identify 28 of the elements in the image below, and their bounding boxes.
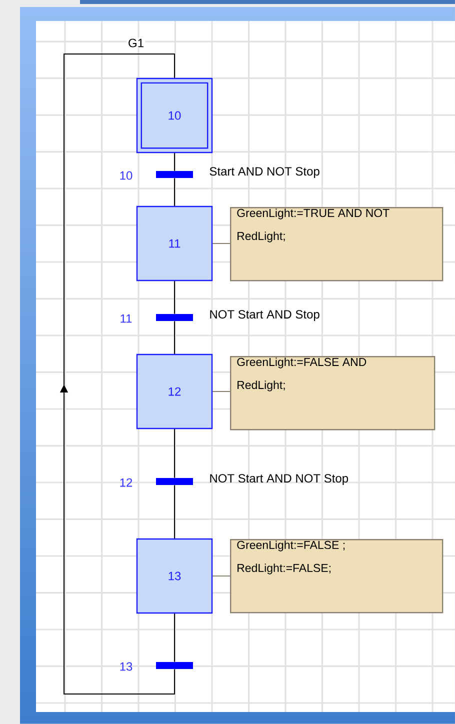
transition-bar [156,171,193,178]
transition-bar [156,478,193,485]
transition-bar [156,314,193,321]
connector [60,54,175,694]
action-box: GreenLight:=FALSE ; RedLight:=FALSE; [230,539,444,614]
connector [174,613,175,662]
transition-condition: NOT Start AND NOT Stop [210,474,348,485]
transition-number: 13 [120,662,132,671]
step-box: 11 [136,206,213,282]
step-box: 12 [136,354,213,430]
transition-number: 11 [120,314,132,323]
action-box: GreenLight:=FALSE AND RedLight; [230,356,436,430]
connector [174,320,175,354]
transition-condition: NOT Start AND Stop [210,310,320,321]
action-box: GreenLight:=TRUE AND NOT RedLight; [230,207,444,282]
connector [174,178,175,206]
transition-number: 12 [120,478,132,487]
step-box: 13 [136,538,213,614]
initial-step-box: 10 [136,78,213,154]
transition-bar [156,662,193,669]
connector [174,152,175,172]
connector [174,428,175,478]
transition-number: 10 [120,171,132,180]
connector [212,391,230,392]
connector [174,280,175,314]
connector [174,484,175,539]
transition-condition: Start AND NOT Stop [210,167,320,178]
connector [212,243,230,244]
